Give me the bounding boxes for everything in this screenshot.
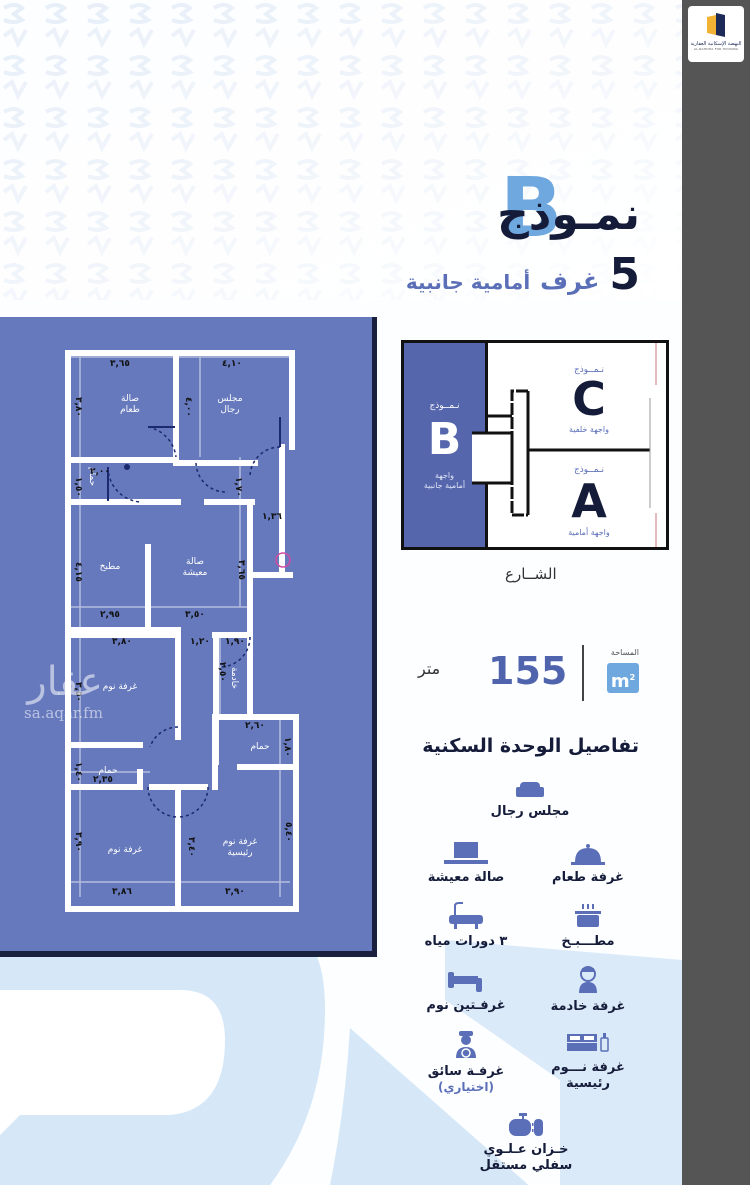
background-pattern <box>0 0 682 300</box>
site-model-a: نـمــوذج A واجهة أمامية <box>568 465 610 537</box>
feature-kitchen: مطـــبـخ <box>528 902 648 950</box>
dim-maid-width: ١,٩٠ <box>225 637 245 647</box>
dim-living-height: ٣,٦٥ <box>236 560 246 580</box>
site-map-lines <box>472 343 657 547</box>
model-subtitle: 5 غرف أمامية جانبية <box>406 253 640 297</box>
dim-corridor-height: ١,٧٠ <box>233 477 243 497</box>
room-bath-3: حمام <box>98 766 118 776</box>
feature-driver-room: غرفـة سائق (اختياري) <box>406 1030 526 1094</box>
driver-icon <box>456 1031 476 1058</box>
dim-bath3-height: ١,٤٠ <box>73 762 83 782</box>
feature-majlis: مجلس رجال <box>470 780 590 820</box>
bed-icon <box>448 972 482 992</box>
dim-master-height: ٣,٤٠ <box>186 837 196 857</box>
feature-water-tank: خـزان عـلـوي سفلي مستقل <box>466 1112 586 1174</box>
facing-label: أمامية جانبية <box>405 270 531 294</box>
room-bedroom-1: غرفة نوم <box>102 682 138 692</box>
room-bath-2: حمام <box>250 742 270 752</box>
dim-hall-width: ١,٢٠ <box>190 637 210 647</box>
dim-bath1-height: ١,٥٠ <box>73 477 83 497</box>
square-meter-icon: m2 <box>607 663 639 693</box>
maid-icon <box>579 966 597 993</box>
dim-kitchen-height: ٤,١٥ <box>73 562 83 582</box>
dim-dining-height: ٣,٨٠ <box>73 397 83 417</box>
area-label: المساحة <box>610 648 639 657</box>
area-divider <box>582 645 584 701</box>
feature-maid-room: غرفة خادمة <box>528 965 648 1015</box>
pot-icon <box>575 904 601 927</box>
dim-bedroom1-width: ٣,٨٠ <box>112 637 132 647</box>
aqar-watermark: عقار sa.aqar.fm <box>24 659 103 722</box>
dim-bedroom2-width: ٣,٨٦ <box>112 887 132 897</box>
room-maid: خادمة <box>229 667 239 689</box>
room-bath-1: حمام <box>87 467 97 487</box>
area-unit: متر <box>418 659 441 678</box>
dim-dining-width: ٣,٦٥ <box>110 359 130 369</box>
feature-living: صالة معيشة <box>406 842 526 886</box>
dim-majlis-height: ٤,٠٠ <box>183 397 193 417</box>
dim-master-width: ٣,٩٠ <box>225 887 245 897</box>
water-tank-icon <box>509 1113 543 1136</box>
dim-living-width: ٣,٥٠ <box>185 610 205 620</box>
dim-bath3-width: ٢,٣٥ <box>93 775 113 785</box>
dim-majlis-width: ٤,١٠ <box>222 359 242 369</box>
tv-icon <box>444 842 488 864</box>
dim-bedroom2-height: ٣,٩٠ <box>73 832 83 852</box>
dim-bath2-width: ٢,٦٠ <box>245 721 265 731</box>
bathtub-icon <box>449 902 483 929</box>
cloche-icon <box>571 844 605 865</box>
sofa-icon <box>516 782 544 797</box>
dim-master-side: ٥,٤٠ <box>283 822 293 842</box>
model-letter: B <box>500 161 563 256</box>
feature-dining: غرفة طعام <box>528 842 648 886</box>
feature-bathrooms: ٣ دورات مياه <box>406 902 526 950</box>
feature-bedrooms: غرفـتين نوم <box>406 970 526 1014</box>
dim-kitchen-width: ٢,٩٥ <box>100 610 120 620</box>
brand-logo: النهضة الإسكانية العقارية AL-NAHDHA FOR … <box>688 6 744 62</box>
logo-icon <box>707 13 725 37</box>
dim-corridor-width: ١,٣٦ <box>262 512 282 522</box>
brochure-page: B نمـوذج 5 غرف أمامية جانبية <box>0 0 682 1185</box>
model-word: نمـوذج <box>497 189 640 240</box>
feature-master-bedroom: غرفة نـــوم رئيسية <box>528 1030 648 1092</box>
background-shape <box>0 930 682 1185</box>
floor-plan-drawing <box>65 350 299 912</box>
right-dark-bar <box>682 0 750 1185</box>
dim-bath1-width: ٢,٠٠ <box>90 467 110 477</box>
room-bedroom-2: غرفة نوم <box>107 845 143 855</box>
street-label: الشــارع <box>505 565 557 583</box>
dim-bedroom1-height: ٣,٥٠ <box>73 682 83 702</box>
model-title: B نمـوذج 5 غرف أمامية جانبية <box>380 161 650 300</box>
site-model-c: نـمــوذج C واجهة خلفية <box>569 365 609 434</box>
details-title: تفاصيل الوحدة السكنية <box>422 735 639 757</box>
room-kitchen: مطبخ <box>99 562 121 572</box>
rooms-count: 5 <box>609 249 640 300</box>
area-block: المساحة m2 155 متر <box>400 645 645 705</box>
dim-maid-height: ٢,٥٠ <box>217 662 227 682</box>
dim-bath2-height: ١,٨٠ <box>282 737 292 757</box>
rooms-label: غرف <box>540 267 600 295</box>
double-bed-icon <box>567 1033 609 1052</box>
area-value: 155 <box>488 649 568 693</box>
